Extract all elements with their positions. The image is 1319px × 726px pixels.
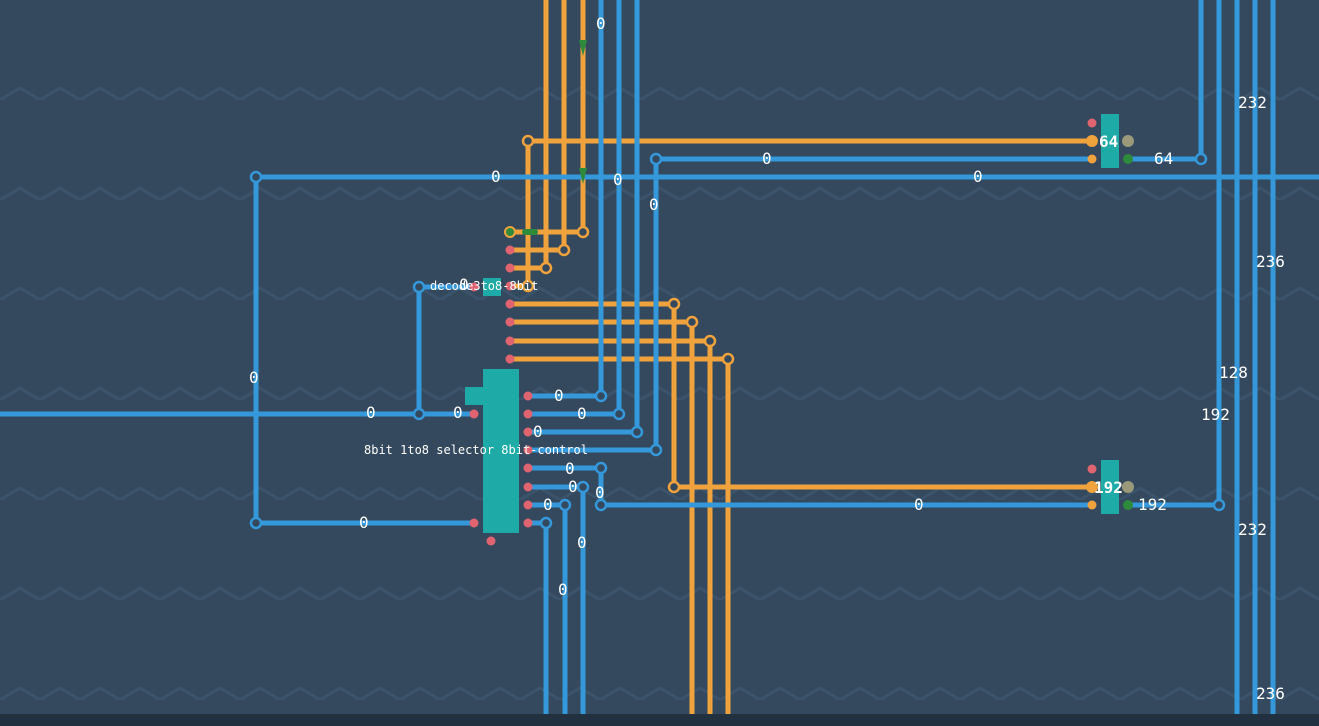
wire-value: 0: [554, 386, 564, 405]
decoder-component[interactable]: [469, 226, 516, 364]
wire-value: 232: [1238, 93, 1267, 112]
signal-markers: [522, 40, 587, 235]
wire-value: 0: [595, 483, 605, 502]
decoder-active-pin[interactable]: [504, 226, 516, 238]
selector-component[interactable]: [465, 369, 533, 546]
data-wire-sel-out-4[interactable]: [525, 156, 1095, 453]
wire-value: 0: [762, 149, 772, 168]
wire-value: 0: [366, 403, 376, 422]
wire-value: 0: [543, 495, 553, 514]
wire-value: 192: [1138, 495, 1167, 514]
wire-value: 236: [1256, 684, 1285, 703]
selector-pins[interactable]: [469, 391, 533, 546]
merge-top-value: 64: [1099, 132, 1118, 151]
decoder-body[interactable]: [483, 278, 501, 296]
wire-value: 0: [359, 513, 369, 532]
wire-value: 236: [1256, 252, 1285, 271]
wire-value: 0: [249, 368, 259, 387]
wire-value: 0: [568, 477, 578, 496]
wire-value: 0: [914, 495, 924, 514]
control-wire-bottom-merge[interactable]: [507, 301, 1095, 490]
wire-value: 0: [973, 167, 983, 186]
merge-top-component[interactable]: [1086, 114, 1134, 168]
wire-value: 0: [613, 170, 623, 189]
wire-value: 128: [1219, 363, 1248, 382]
wire-value: 0: [558, 580, 568, 599]
wire-value: 0: [453, 403, 463, 422]
wire-value: 0: [491, 167, 501, 186]
decoder-output-pins[interactable]: [505, 245, 515, 364]
decoder-label: decode3to8-8bit: [430, 279, 538, 293]
bottom-bar: [0, 714, 1319, 726]
wire-value: 0: [596, 14, 606, 33]
signal-marker-3: [522, 229, 538, 235]
selector-tab: [465, 387, 485, 405]
wire-value: 0: [577, 404, 587, 423]
wire-value: 0: [577, 533, 587, 552]
wire-value: 0: [565, 459, 575, 478]
wire-value: 192: [1201, 405, 1230, 424]
data-wire-left-frame[interactable]: [253, 174, 1319, 526]
data-wire-sel-out-5[interactable]: [525, 465, 1095, 508]
wire-values: 0 0 0 0 0 0 0 0 0 0 0 0 0 0 0 0 0 0 0 0 …: [249, 14, 1285, 703]
decoder-input-pin[interactable]: [469, 282, 479, 292]
signal-marker-1: [579, 40, 587, 56]
signal-marker-2: [579, 168, 587, 184]
merge-bottom-component[interactable]: [1086, 460, 1134, 514]
wire-value: 0: [459, 275, 469, 294]
merge-top-body[interactable]: [1101, 114, 1119, 168]
wire-value: 232: [1238, 520, 1267, 539]
merge-bottom-value: 192: [1094, 478, 1123, 497]
wire-joints[interactable]: [249, 134, 1226, 530]
selector-label: 8bit 1to8 selector 8bit-control: [364, 443, 588, 457]
wire-value: 0: [649, 195, 659, 214]
wire-value: 0: [533, 422, 543, 441]
merge-bottom-body[interactable]: [1101, 460, 1119, 514]
wire-value: 64: [1154, 149, 1173, 168]
selector-body[interactable]: [483, 369, 519, 533]
